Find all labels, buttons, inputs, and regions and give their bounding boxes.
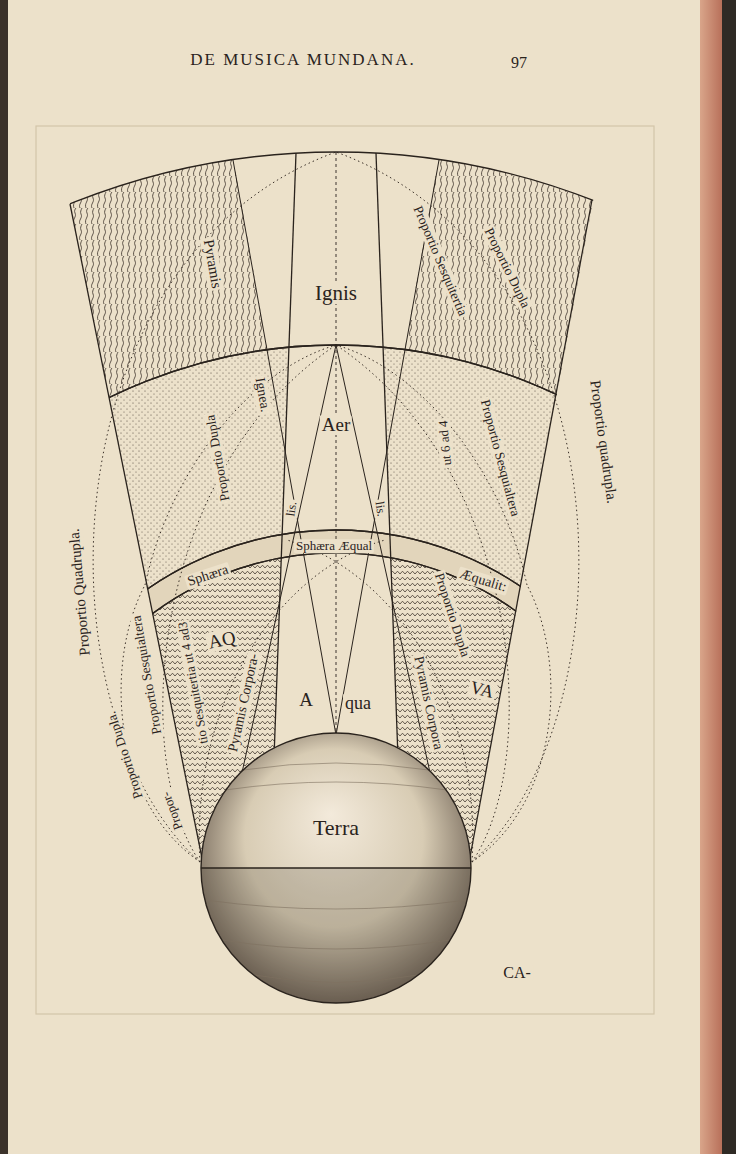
pyramid-label: lis. <box>372 499 388 520</box>
element-name: Aer <box>320 415 352 435</box>
element-name: Sphæra <box>184 562 232 590</box>
element-fills <box>0 152 736 1154</box>
page-number: 97 <box>509 55 529 72</box>
proportion-label: Proportio Dupla. <box>104 708 147 802</box>
fire-texture <box>0 152 736 1154</box>
globe-lower-shade <box>201 868 471 1003</box>
outline-path <box>201 733 471 1003</box>
globe-equator <box>201 867 471 868</box>
earth-globe: Terra <box>199 731 473 1005</box>
globe-hatching <box>205 763 467 983</box>
proportion-label: Proportio Sesquialtera <box>477 396 523 520</box>
element-name: Sphæra Æqual <box>294 539 374 553</box>
air-water-texture <box>0 345 736 1154</box>
proportion-label: Proportio quadrupla. <box>586 377 619 506</box>
earth-globe-art <box>201 733 471 1003</box>
outline-path <box>6 530 666 1154</box>
node-outline <box>199 731 473 1005</box>
proportion-label: Proportio Dupla <box>481 224 534 312</box>
equality-sphere-tone <box>6 530 666 1154</box>
page-edges <box>700 0 722 1154</box>
outline-path <box>0 152 736 1154</box>
formal-pyramid-line <box>233 160 336 735</box>
element-name: Terra <box>311 816 361 839</box>
proportion-label: Proportio Sesquialtera <box>129 613 165 738</box>
equality-sphere-band: Sphæra Sphæra ÆqualÆqualit: <box>140 524 532 616</box>
outline-path <box>29 553 643 1154</box>
globe-hatch <box>222 940 450 949</box>
proportion-label: Proportio Quadrupla. <box>66 526 93 658</box>
binding-shadow <box>0 0 8 1154</box>
proportion-label: Proportio Sesquitertia <box>410 202 471 320</box>
element-name: VA <box>466 677 497 702</box>
proportion-label: Propor- <box>158 788 186 834</box>
book-edge <box>722 0 736 1154</box>
catchword: CA- <box>501 965 533 982</box>
globe-hatch <box>243 763 429 770</box>
air-stipple <box>0 345 736 1154</box>
ratio-label: ut 6 ad 4 <box>436 418 454 468</box>
element-name: qua <box>343 694 373 713</box>
pyramid-label: Pyramis Corpora- <box>226 651 263 756</box>
proportion-arc <box>472 585 551 862</box>
pyramid-label: lis. <box>284 499 300 520</box>
pyramid-label: Pyramis <box>200 236 225 291</box>
element-name: A <box>297 690 315 710</box>
globe-hatch <box>205 900 467 909</box>
pyramid-label: Pyramis Corpora <box>410 653 446 753</box>
axis-line <box>336 152 337 733</box>
fan-edge <box>70 204 204 868</box>
globe-shading <box>201 733 471 1003</box>
element-name: Ignis <box>313 282 359 304</box>
fire-flames <box>0 152 736 1154</box>
globe-hatch <box>254 975 418 983</box>
element-name: AQ <box>205 627 240 653</box>
outline-path <box>0 345 736 1154</box>
proportion-label: Proportio Dupla <box>203 412 233 504</box>
running-header: DE MUSICA MUNDANA. <box>188 51 417 69</box>
globe-hatch <box>225 782 447 790</box>
fan-edge <box>468 200 592 868</box>
element-name: Æqualit: <box>456 566 510 595</box>
formal-pyramid-line <box>336 160 439 735</box>
water-waves <box>29 553 643 1154</box>
pyramid-label: Ignea. <box>251 375 272 416</box>
